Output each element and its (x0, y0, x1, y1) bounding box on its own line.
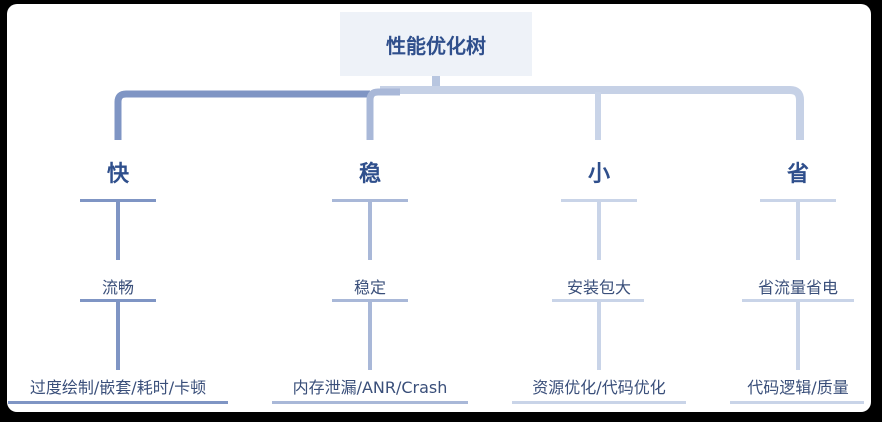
stem-fast-1 (116, 202, 120, 260)
stem-small-2 (597, 302, 601, 370)
bar-right (380, 86, 804, 140)
sub-fast: 流畅 (101, 278, 134, 297)
stem-save-1 (796, 202, 800, 260)
root-label: 性能优化树 (386, 33, 486, 58)
leaf-underline-stable (272, 401, 468, 404)
category-stable: 稳 (358, 162, 381, 187)
cat-underline-stable (332, 199, 408, 202)
category-fast: 快 (106, 162, 129, 187)
leaf-underline-fast (8, 401, 228, 404)
stem-stable-1 (368, 202, 372, 260)
cat-underline-save (760, 199, 836, 202)
stem-fast-2 (116, 302, 120, 370)
branch-stable (366, 88, 400, 140)
category-small: 小 (587, 162, 610, 187)
sub-underline-stable (332, 299, 408, 302)
sub-underline-save (742, 299, 854, 302)
stem-small-1 (597, 202, 601, 260)
branch-small (595, 92, 601, 140)
root-stem (432, 76, 440, 94)
leaf-fast: 过度绘制/嵌套/耗时/卡顿 (29, 378, 207, 397)
sub-small: 安装包大 (566, 278, 631, 297)
leaf-stable: 内存泄漏/ANR/Crash (292, 378, 448, 397)
category-save: 省 (786, 162, 809, 187)
stem-stable-2 (368, 302, 372, 370)
root-node: 性能优化树 (340, 12, 532, 76)
stem-save-2 (796, 302, 800, 370)
cat-underline-fast (80, 199, 156, 202)
leaf-save: 代码逻辑/质量 (747, 378, 849, 397)
sub-save: 省流量省电 (757, 278, 838, 297)
sub-stable: 稳定 (353, 278, 386, 297)
cat-underline-small (561, 199, 637, 202)
sub-underline-fast (80, 299, 156, 302)
leaf-underline-small (512, 401, 686, 404)
bar-left (114, 90, 370, 140)
sub-underline-small (552, 299, 644, 302)
leaf-underline-save (730, 401, 864, 404)
leaf-small: 资源优化/代码优化 (532, 378, 666, 397)
